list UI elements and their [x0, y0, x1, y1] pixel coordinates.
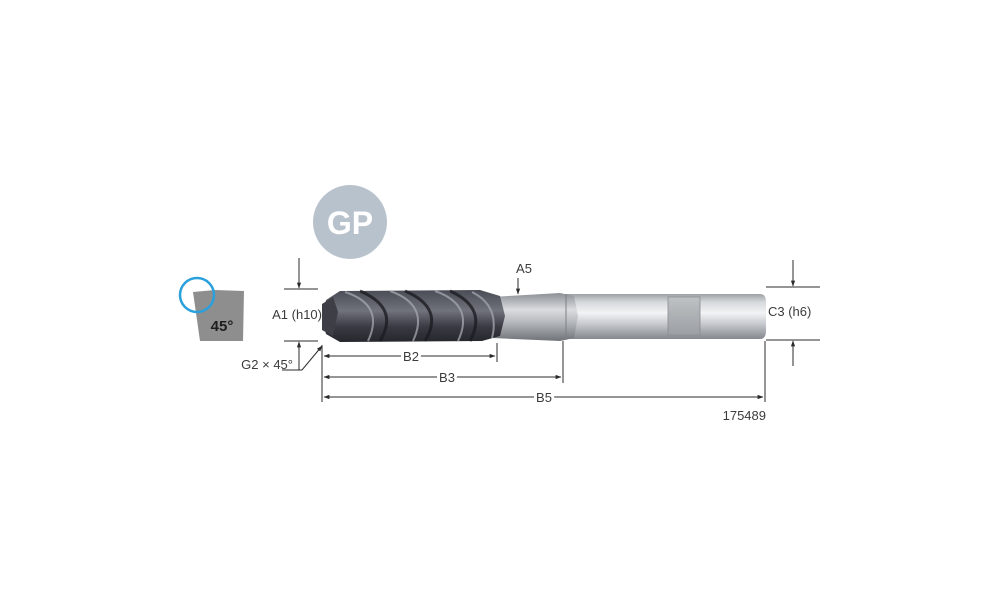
chamfer-ring-icon	[178, 276, 216, 314]
flute-helix-lines	[344, 290, 495, 342]
tool-flutes	[322, 290, 505, 342]
gp-badge-text: GP	[327, 205, 373, 241]
article-number: 175489	[723, 408, 766, 423]
tool-shank	[565, 294, 766, 339]
label-b2: B2	[403, 349, 419, 364]
tool-neck	[492, 293, 578, 341]
chamfer-icon-shape	[193, 290, 244, 341]
tool-tip	[322, 297, 338, 336]
label-b3: B3	[439, 370, 455, 385]
label-b5: B5	[536, 390, 552, 405]
end-mill-tool	[322, 289, 766, 342]
label-a1: A1 (h10)	[272, 307, 322, 322]
gp-badge: GP	[313, 185, 387, 259]
dimension-labels: A1 (h10) A5 C3 (h6) G2 × 45° B2 B3 B5 17…	[241, 261, 811, 423]
dimension-lines	[282, 258, 820, 402]
label-a5: A5	[516, 261, 532, 276]
flute-grooves	[359, 289, 478, 342]
gp-badge-circle	[313, 185, 387, 259]
label-g2: G2 × 45°	[241, 357, 293, 372]
shank-flat	[667, 296, 701, 336]
label-c3: C3 (h6)	[768, 304, 811, 319]
chamfer-angle-label: 45°	[211, 318, 234, 335]
g2-leader	[282, 345, 323, 371]
chamfer-icon: 45°	[178, 276, 244, 341]
